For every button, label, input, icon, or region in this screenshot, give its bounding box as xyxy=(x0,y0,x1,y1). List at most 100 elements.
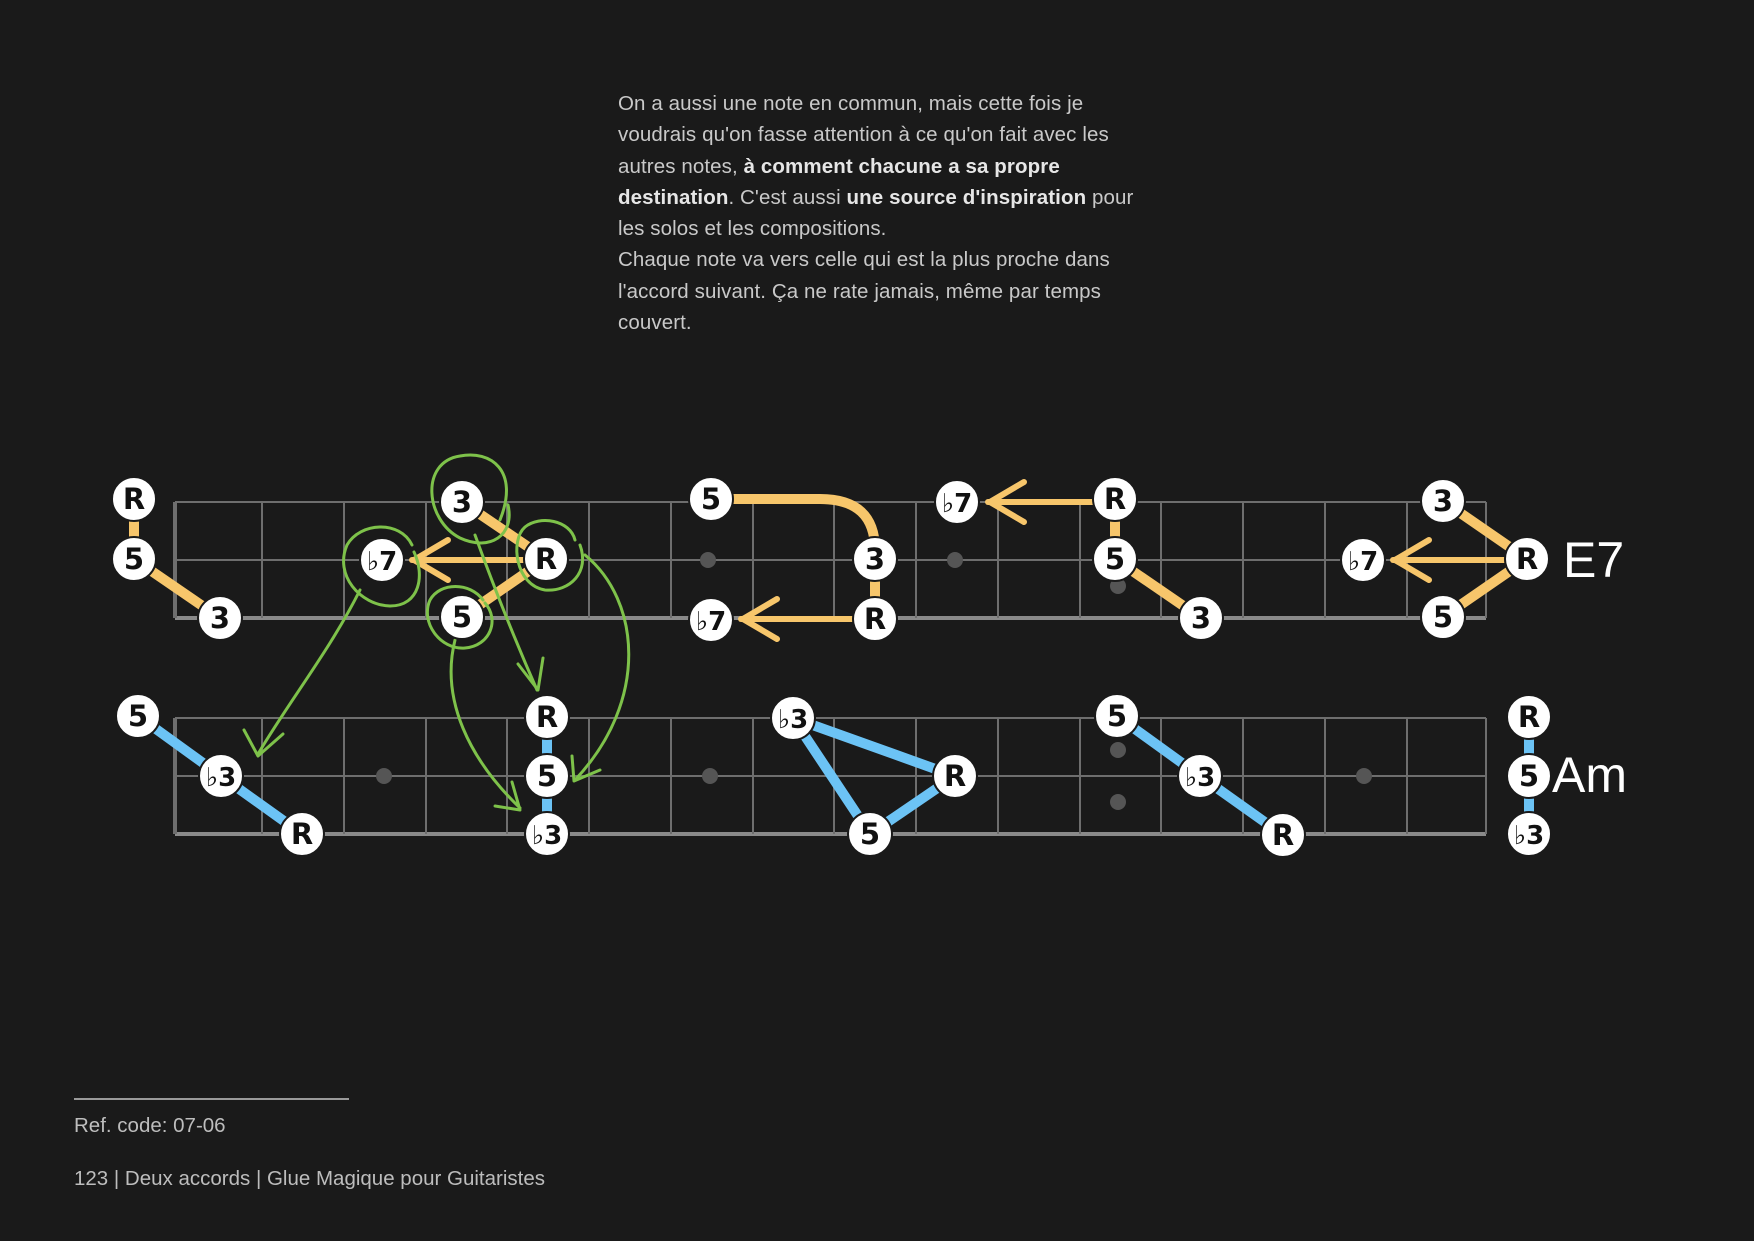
note-circle xyxy=(1504,536,1550,582)
note-marker: R xyxy=(1504,536,1550,582)
note-circle xyxy=(1340,537,1386,583)
note-label: R xyxy=(1516,542,1538,576)
note-marker: R xyxy=(524,694,570,740)
paragraph-2: Chaque note va vers celle qui est la plu… xyxy=(618,248,1110,335)
note-marker: R xyxy=(932,753,978,799)
note-label: R xyxy=(536,700,558,734)
note-circle xyxy=(1092,476,1138,522)
note-circle xyxy=(524,811,570,857)
note-circle xyxy=(524,694,570,740)
note-circle xyxy=(1420,478,1466,524)
ref-code: Ref. code: 07-06 xyxy=(74,1114,226,1137)
chord-labels: E7 Am xyxy=(1552,532,1627,803)
note-circle xyxy=(111,536,157,582)
note-marker: 5 xyxy=(1420,594,1466,640)
note-marker: 3 xyxy=(852,536,898,582)
bold-span: une source d'inspiration xyxy=(846,185,1087,209)
chord-label-am: Am xyxy=(1552,747,1627,803)
note-marker: R xyxy=(279,811,325,857)
note-label: ♭3 xyxy=(1185,763,1215,793)
note-marker: R xyxy=(1260,812,1306,858)
note-marker: 5 xyxy=(1094,693,1140,739)
note-circle xyxy=(1506,694,1552,740)
note-label: R xyxy=(944,759,966,793)
note-circle xyxy=(523,536,569,582)
note-marker: R xyxy=(852,596,898,642)
note-circle xyxy=(1094,693,1140,739)
am-line xyxy=(788,713,875,839)
arrow-head xyxy=(987,479,1027,525)
note-label: R xyxy=(1518,700,1540,734)
note-label: ♭3 xyxy=(778,705,808,735)
note-circle xyxy=(932,753,978,799)
note-marker: 5 xyxy=(439,594,485,640)
note-label: 5 xyxy=(124,542,144,576)
note-circle xyxy=(1178,595,1224,641)
note-label: 5 xyxy=(860,817,880,851)
note-circle xyxy=(852,596,898,642)
note-marker: 5 xyxy=(847,811,893,857)
note-marker: 5 xyxy=(1506,753,1552,799)
note-marker: ♭3 xyxy=(1506,811,1552,857)
fret-marker-dot xyxy=(1356,768,1372,784)
intro-text: On a aussi une note en commun, mais cett… xyxy=(618,88,1138,338)
note-circle xyxy=(197,595,243,641)
note-marker: 3 xyxy=(439,479,485,525)
note-marker: R xyxy=(111,476,157,522)
arrow-head xyxy=(740,596,780,642)
am-line xyxy=(788,713,960,781)
note-marker: 5 xyxy=(115,693,161,739)
note-circle xyxy=(770,695,816,741)
note-circle xyxy=(852,536,898,582)
note-label: ♭3 xyxy=(206,763,236,793)
note-label: 5 xyxy=(128,699,148,733)
arrow-head xyxy=(493,780,522,812)
note-label: ♭3 xyxy=(532,821,562,851)
note-label: ♭7 xyxy=(942,489,972,519)
note-marker: ♭3 xyxy=(198,753,244,799)
note-circle xyxy=(115,693,161,739)
note-marker: 5 xyxy=(524,753,570,799)
note-circle xyxy=(1420,594,1466,640)
circle-annotation xyxy=(430,453,511,545)
arrow-head xyxy=(1392,537,1432,583)
fret-marker-dot xyxy=(1110,742,1126,758)
note-circle xyxy=(524,753,570,799)
note-label: ♭3 xyxy=(1514,821,1544,851)
annotations xyxy=(242,453,631,812)
note-marker: 5 xyxy=(1092,536,1138,582)
note-label: 5 xyxy=(1105,542,1125,576)
fret-marker-dot xyxy=(947,552,963,568)
arrow-annotation xyxy=(573,553,631,782)
note-label: 3 xyxy=(210,601,230,635)
note-marker: ♭3 xyxy=(1177,753,1223,799)
note-label: 3 xyxy=(865,542,885,576)
note-circle xyxy=(279,811,325,857)
note-marker: 3 xyxy=(1178,595,1224,641)
note-label: R xyxy=(535,542,557,576)
note-marker: 5 xyxy=(111,536,157,582)
note-marker: ♭7 xyxy=(934,479,980,525)
bold-span: à comment chacune a sa propre destinatio… xyxy=(618,154,1060,209)
note-label: ♭7 xyxy=(1348,547,1378,577)
footer-divider xyxy=(74,1098,349,1100)
note-marker: ♭7 xyxy=(359,537,405,583)
circle-annotation xyxy=(515,519,585,592)
note-circle xyxy=(439,594,485,640)
circle-annotation xyxy=(425,585,494,650)
note-label: R xyxy=(1272,818,1294,852)
note-marker: 3 xyxy=(197,595,243,641)
note-marker: 3 xyxy=(1420,478,1466,524)
note-marker: 5 xyxy=(688,476,734,522)
note-label: ♭7 xyxy=(367,547,397,577)
arrow-head xyxy=(242,728,285,758)
circle-annotation xyxy=(342,525,421,608)
note-label: 3 xyxy=(452,485,472,519)
text-span: pour les solos et les compositions. xyxy=(618,185,1134,241)
note-label: 5 xyxy=(537,759,557,793)
fret-marker-dot xyxy=(700,552,716,568)
note-circle xyxy=(1177,753,1223,799)
note-circle xyxy=(111,476,157,522)
